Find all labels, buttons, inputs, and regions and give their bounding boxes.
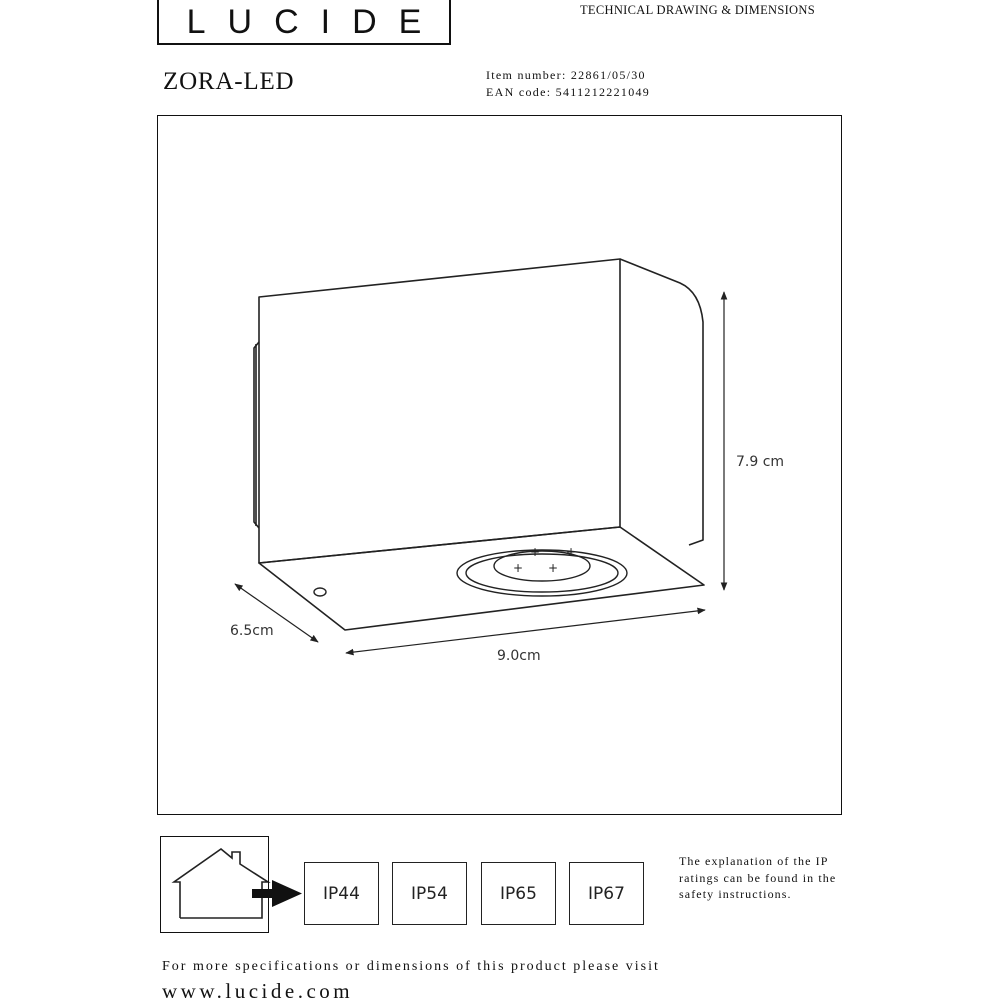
logo-text: LUCIDE	[186, 3, 444, 41]
ip-rating-box: IP65	[481, 862, 556, 925]
svg-text:+: +	[530, 545, 540, 559]
lucide-logo: LUCIDE	[157, 0, 451, 45]
ip-rating-box: IP54	[392, 862, 467, 925]
lens-led-marks: + + + +	[513, 545, 576, 575]
website-link[interactable]: www.lucide.com	[162, 979, 354, 1003]
footer-text: For more specifications or dimensions of…	[162, 959, 660, 974]
indoor-outdoor-box	[160, 836, 269, 933]
svg-text:+: +	[566, 545, 576, 559]
screw-dot	[313, 587, 327, 597]
house-icon	[171, 847, 271, 919]
lens-outer-ring	[456, 549, 628, 597]
drawing-frame	[157, 115, 842, 815]
arrow-right-icon	[252, 880, 302, 907]
lamp-side-face	[619, 258, 704, 546]
width-dimension-line	[345, 607, 706, 656]
depth-dimension-line	[234, 583, 319, 643]
lamp-bottom-face	[258, 526, 705, 631]
ip-explanation-note: The explanation of the IP ratings can be…	[679, 854, 837, 901]
ip-rating-box: IP44	[304, 862, 379, 925]
lamp-front-face	[258, 258, 621, 564]
product-title: ZORA-LED	[163, 68, 295, 95]
lens-middle-ring	[465, 553, 619, 593]
svg-text:+: +	[548, 561, 558, 575]
depth-dimension-label: 6.5cm	[230, 623, 274, 639]
document-heading: TECHNICAL DRAWING & DIMENSIONS	[580, 3, 815, 17]
svg-text:+: +	[513, 561, 523, 575]
ean-code: EAN code: 5411212221049	[486, 85, 651, 99]
width-dimension-label: 9.0cm	[497, 648, 541, 664]
lens-inner-ring	[493, 550, 591, 582]
ip-rating-box: IP67	[569, 862, 644, 925]
item-number: Item number: 22861/05/30	[486, 68, 646, 82]
height-dimension-label: 7.9 cm	[736, 454, 784, 470]
led-lens	[456, 549, 628, 597]
